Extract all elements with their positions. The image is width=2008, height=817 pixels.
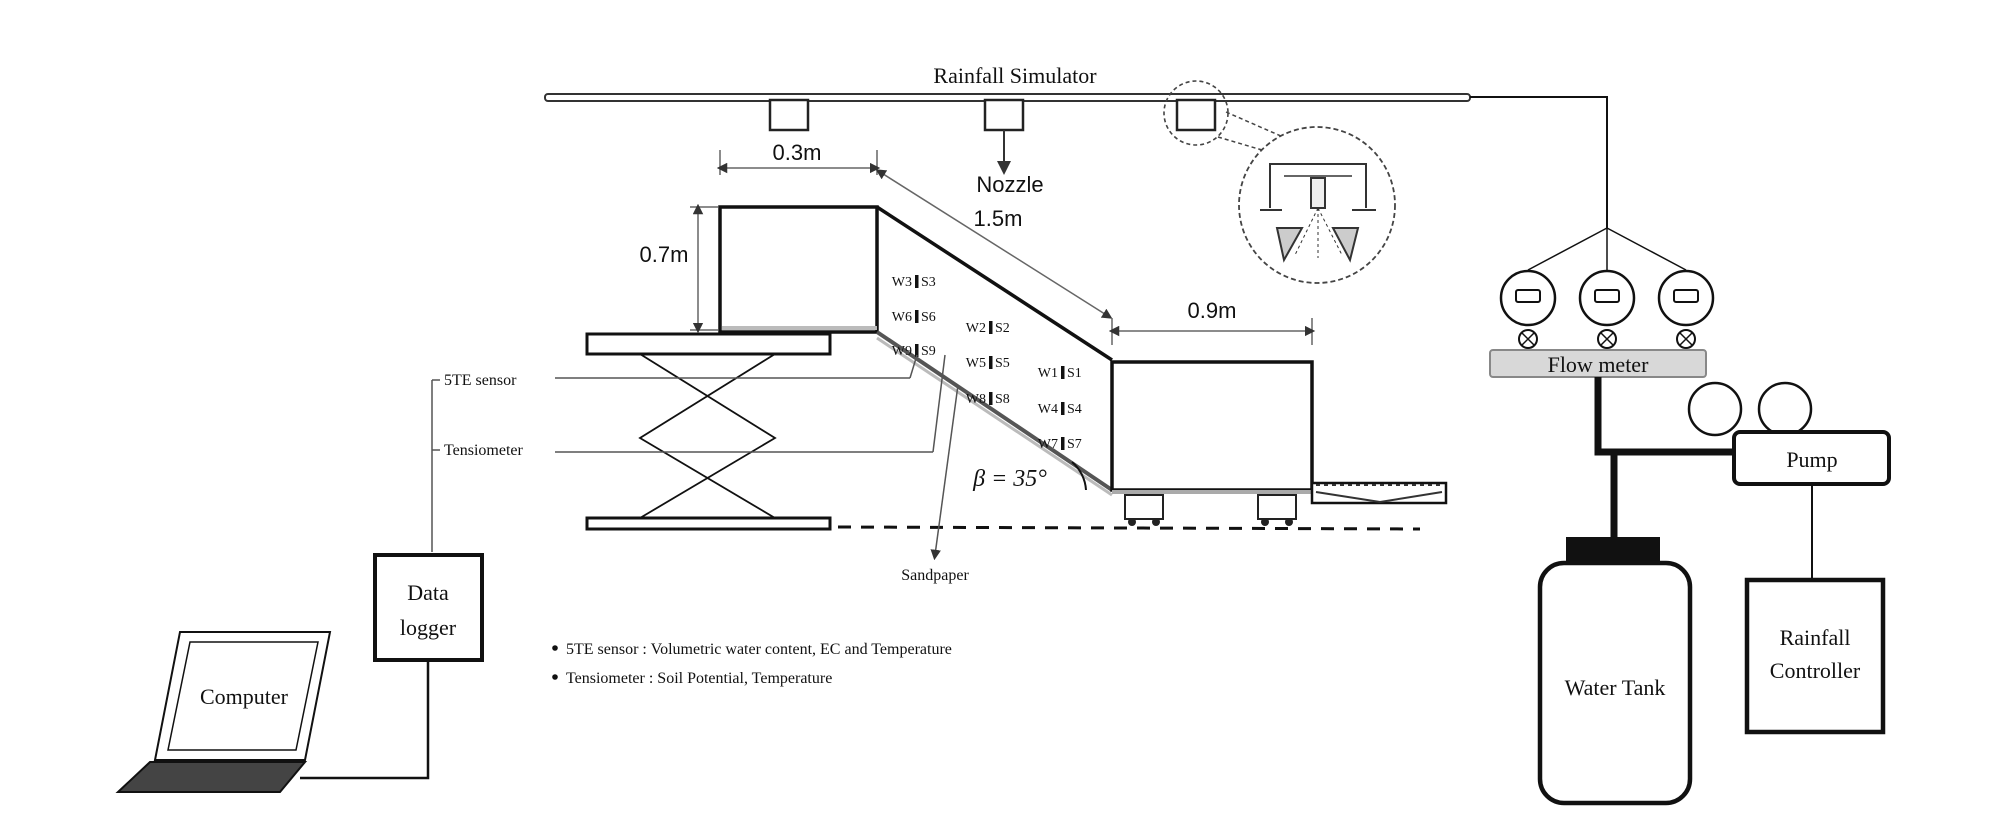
bottom-width-label: 0.9m: [1188, 298, 1237, 323]
lower-box: [1110, 360, 1314, 492]
height-label: 0.7m: [640, 242, 689, 267]
sensor-s: S1: [1067, 366, 1082, 381]
data-logger-label-2: logger: [400, 615, 457, 640]
flow-gauge-3: [1657, 269, 1715, 349]
sensor-w: W2: [966, 321, 986, 336]
flow-gauge-1: [1499, 269, 1557, 349]
sensor-w: W9: [892, 344, 912, 359]
water-tank: Water Tank: [1537, 537, 1693, 806]
sensor-w: W5: [966, 356, 986, 371]
legend-item: Tensiometer : Soil Potential, Temperatur…: [566, 670, 832, 687]
ground-line: [837, 525, 1421, 531]
dimensions: [690, 150, 1316, 491]
sensor-w: W3: [892, 275, 912, 290]
computer: Computer: [115, 631, 332, 793]
pump-label: Pump: [1786, 447, 1837, 472]
wheel-2: [1257, 494, 1297, 526]
sandpaper-label: Sandpaper: [901, 567, 969, 584]
computer-label: Computer: [200, 684, 289, 709]
sensor-s: S3: [921, 275, 936, 290]
nozzle-1: [768, 98, 810, 132]
slope-length-label: 1.5m: [974, 206, 1023, 231]
flow-meter-label: Flow meter: [1548, 352, 1649, 377]
sensor-s: S4: [1067, 402, 1082, 417]
sensor-s: S7: [1067, 437, 1082, 452]
sensor-w: W6: [892, 310, 912, 325]
sensor-s: S5: [995, 356, 1010, 371]
rainfall-controller-label-2: Controller: [1770, 658, 1861, 683]
flow-gauge-2: [1578, 269, 1636, 349]
sensor-leaders: [431, 354, 959, 561]
flow-system: Flow meter Pump Water Tank Rainfall Cont…: [1470, 96, 1891, 806]
legend-item: 5TE sensor : Volumetric water content, E…: [566, 641, 952, 658]
data-logger: Data logger: [373, 553, 484, 662]
sensor-markers: W3 S3 W6 S6 W9 S9 W2 S2 W5 S5 W8 S8 W1 S…: [892, 275, 1082, 452]
legend: 5TE sensor : Volumetric water content, E…: [552, 641, 952, 687]
tensiometer-label: Tensiometer: [444, 442, 524, 459]
slope-angle-label: β = 35°: [972, 466, 1047, 492]
sensor-w: W1: [1038, 366, 1058, 381]
pump: Pump: [1687, 381, 1891, 486]
nozzle-2: [983, 98, 1025, 132]
nozzle-label: Nozzle: [976, 172, 1043, 197]
simulator-title: Rainfall Simulator: [933, 63, 1097, 88]
outlet-tray: [1310, 481, 1448, 505]
sensor-w: W8: [966, 392, 986, 407]
sensor-w: W7: [1038, 437, 1058, 452]
data-logger-label-1: Data: [407, 580, 449, 605]
nozzle-3: [1175, 98, 1217, 132]
nozzle-detail-icon: [1260, 163, 1376, 263]
lift-bottom-plate: [585, 516, 832, 531]
water-tank-label: Water Tank: [1565, 675, 1666, 700]
sensor-s: S8: [995, 392, 1010, 407]
scissor-lift: [585, 332, 832, 531]
sensor-s: S6: [921, 310, 936, 325]
upper-box: [718, 205, 879, 334]
magnifier-line-1: [1217, 136, 1263, 151]
wheel-1: [1124, 494, 1164, 526]
rainfall-controller: Rainfall Controller: [1744, 577, 1886, 735]
sensor-s: S9: [921, 344, 936, 359]
slope-apparatus: [718, 205, 1448, 531]
five-te-sensor-label: 5TE sensor: [444, 372, 517, 389]
sensor-s: S2: [995, 321, 1010, 336]
rainfall-controller-label-1: Rainfall: [1780, 625, 1851, 650]
sensor-w: W4: [1038, 402, 1058, 417]
top-width-label: 0.3m: [773, 140, 822, 165]
logger-computer-cable: [300, 660, 430, 780]
lift-top-plate: [585, 332, 832, 356]
